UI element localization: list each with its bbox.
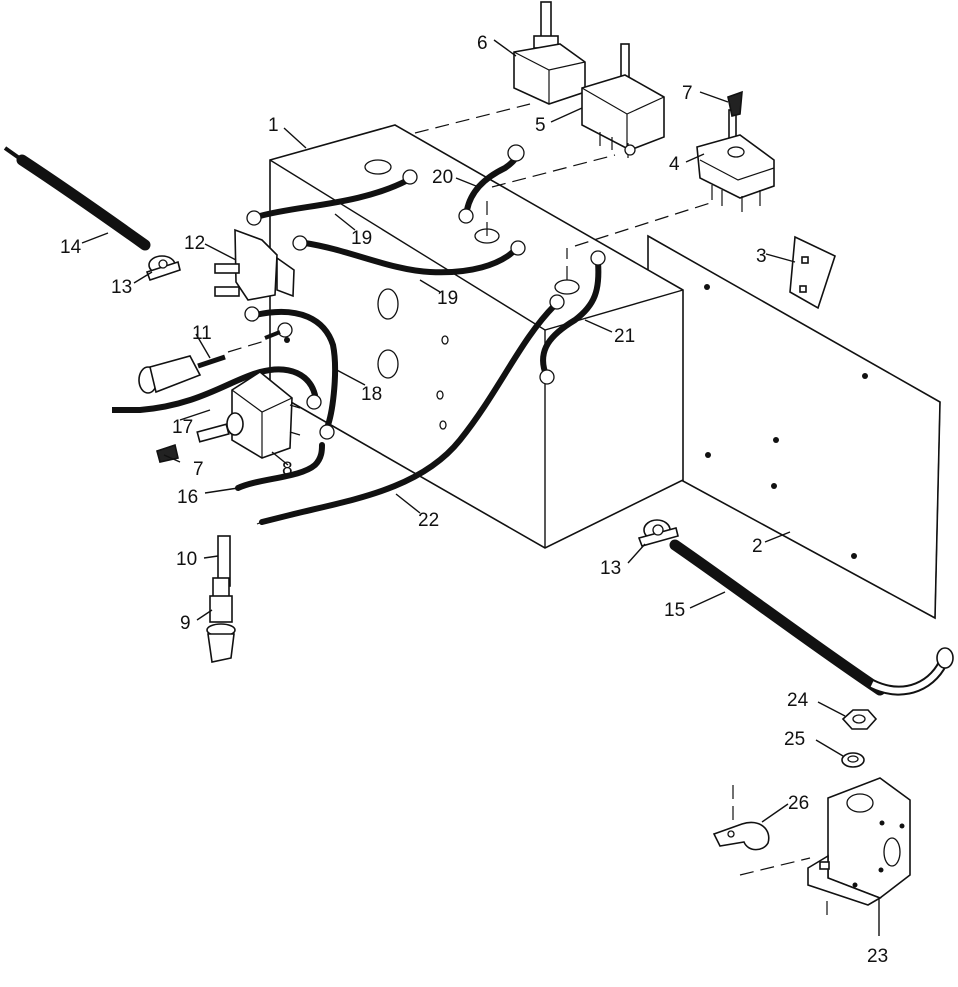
label-21: 21 <box>614 326 635 347</box>
label-22: 22 <box>418 510 439 531</box>
clip-plate <box>789 235 836 310</box>
clamp-13-right <box>637 519 679 547</box>
clip-26 <box>712 821 770 851</box>
label-20: 20 <box>432 167 453 188</box>
toggle-switch-4 <box>696 109 775 212</box>
label-12: 12 <box>184 233 205 254</box>
knob-cap-7-left <box>156 443 179 463</box>
label-25: 25 <box>784 729 805 750</box>
label-7-left: 7 <box>193 459 204 480</box>
leader-lines <box>81 39 880 936</box>
label-9: 9 <box>180 613 191 634</box>
label-26: 26 <box>788 793 809 814</box>
label-7-top: 7 <box>682 83 693 104</box>
alignment-lines <box>414 103 828 915</box>
label-2: 2 <box>752 536 763 557</box>
toggle-switch-8 <box>196 371 301 459</box>
label-6: 6 <box>477 33 488 54</box>
nut-24 <box>841 709 878 730</box>
label-13-right: 13 <box>600 558 621 579</box>
bracket-23 <box>807 777 911 906</box>
clamp-13-left <box>145 255 181 282</box>
cable-15 <box>669 539 954 696</box>
label-5: 5 <box>535 115 546 136</box>
label-8: 8 <box>282 459 293 480</box>
label-17: 17 <box>172 417 193 438</box>
indicator-light <box>138 330 281 394</box>
label-23: 23 <box>867 946 888 967</box>
label-10: 10 <box>176 549 197 570</box>
label-13-left: 13 <box>111 277 132 298</box>
label-19-a: 19 <box>351 228 372 249</box>
label-15: 15 <box>664 600 685 621</box>
knob-cap-7-top <box>727 90 743 117</box>
wires <box>112 144 606 525</box>
toggle-switch-5 <box>581 43 665 158</box>
label-11: 11 <box>192 323 212 344</box>
label-16: 16 <box>177 487 198 508</box>
label-14: 14 <box>60 237 82 258</box>
lamp-holder <box>206 535 236 663</box>
callout-labels: 1 2 3 4 5 6 7 7 8 9 10 11 12 13 13 14 15… <box>60 33 888 967</box>
circuit-breaker <box>214 228 295 301</box>
label-19-b: 19 <box>437 288 458 309</box>
label-4: 4 <box>669 154 680 175</box>
cable-14 <box>3 146 151 251</box>
label-18: 18 <box>361 384 382 405</box>
label-24: 24 <box>787 690 809 711</box>
label-3: 3 <box>756 246 767 267</box>
toggle-switch-6 <box>513 1 586 105</box>
label-1: 1 <box>268 115 279 136</box>
washer-25 <box>841 752 865 768</box>
